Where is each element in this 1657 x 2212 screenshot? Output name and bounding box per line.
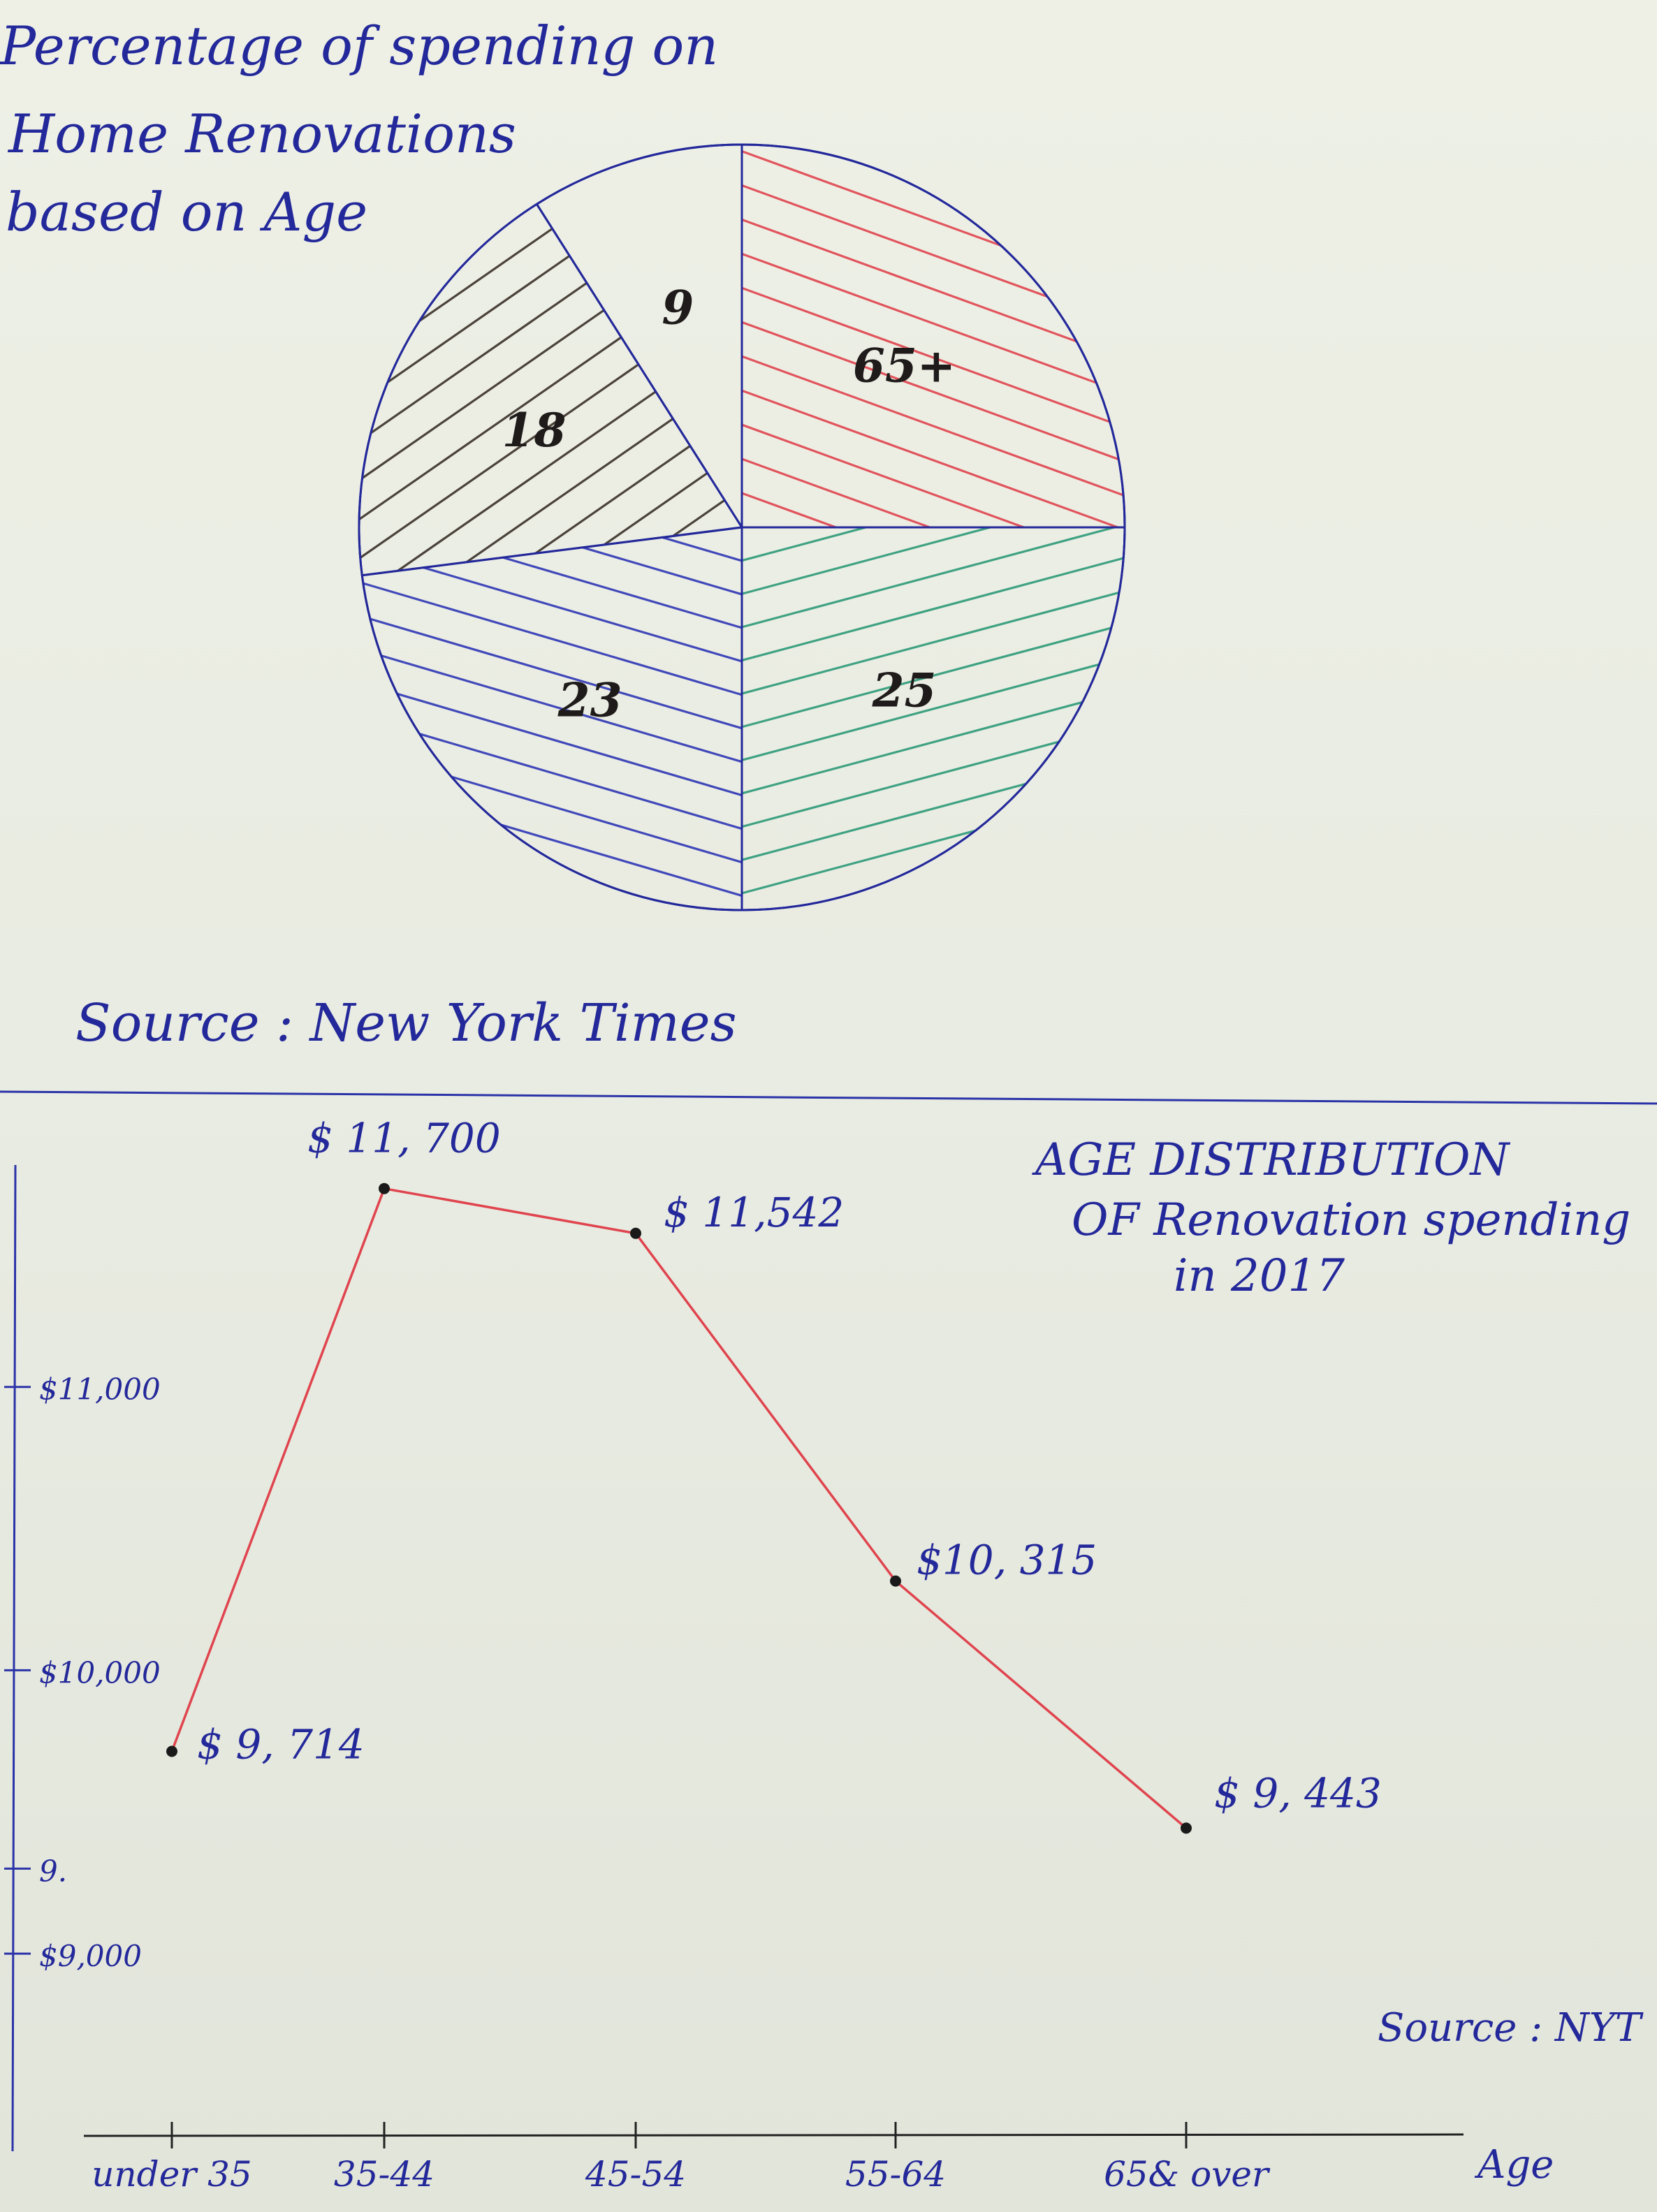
pie-slice-23 [360, 526, 743, 911]
pie-title-line-1: Percentage of spending on [0, 15, 718, 77]
line-title-line-1: AGE DISTRIBUTION [1032, 1134, 1510, 1186]
data-point [890, 1575, 901, 1587]
x-ticks: under 35 35-44 45-54 55-64 65& over [92, 2122, 1271, 2195]
x-tick-label: under 35 [92, 2154, 251, 2195]
pie-title: Percentage of spending on Home Renovatio… [0, 15, 718, 243]
data-point-label: $ 9, 443 [1214, 1769, 1382, 1817]
data-point [166, 1745, 177, 1757]
pie-slice-hatch-65 [742, 145, 1125, 527]
x-axis-label: Age [1474, 2142, 1554, 2188]
line-title-line-2: OF Renovation spending [1072, 1194, 1630, 1246]
y-tick-label: $9,000 [39, 1939, 142, 1973]
y-tick-label: 9. [39, 1854, 67, 1888]
x-tick-label: 35-44 [334, 2154, 435, 2195]
data-point-label: $ 11, 700 [307, 1115, 501, 1162]
line-title: AGE DISTRIBUTION OF Renovation spending … [1032, 1134, 1630, 1302]
line-series [166, 1182, 1192, 1834]
pie-slice-hatch-18 [359, 204, 742, 576]
y-tick-label: $11,000 [39, 1372, 161, 1407]
x-tick-label: 45-54 [585, 2154, 686, 2195]
x-tick-label: 55-64 [845, 2154, 946, 2195]
x-axis [83, 2133, 1464, 2137]
y-tick-label: $10,000 [39, 1655, 161, 1690]
pie-slice-label-25: 25 [872, 664, 937, 718]
data-point [1181, 1822, 1192, 1834]
line-title-line-3: in 2017 [1174, 1250, 1345, 1302]
pie-slice-label-9: 9 [662, 280, 694, 335]
pie-source: Source : New York Times [75, 993, 737, 1053]
pie-title-line-3: based on Age [6, 181, 367, 243]
pie-title-line-2: Home Renovations [7, 103, 516, 165]
y-axis [11, 1164, 17, 2152]
pie-slice-25 [740, 526, 1126, 911]
pie-outline [358, 143, 1126, 911]
pie-slice-label-23: 23 [557, 673, 622, 728]
y-ticks: $9,000 9. $10,000 $11,000 [4, 1372, 161, 1973]
pie-labels: 65+ 25 23 18 9 [502, 280, 956, 727]
data-point-label: $10, 315 [917, 1537, 1097, 1584]
section-divider [0, 1090, 1657, 1105]
x-tick-label: 65& over [1104, 2154, 1271, 2195]
pie-hatch-layer [359, 145, 1125, 910]
pie-slice-65 [740, 143, 1126, 529]
pie-slices [358, 143, 1126, 911]
pie-slice-label-65: 65+ [853, 339, 956, 393]
data-point-label: $ 9, 714 [197, 1721, 365, 1768]
line-source: Source : NYT [1378, 2005, 1644, 2051]
data-point-label: $ 11,542 [664, 1189, 844, 1236]
data-point [379, 1182, 390, 1194]
data-point [630, 1227, 641, 1239]
point-labels: $ 9, 714 $ 11, 700 $ 11,542 $10, 315 $ 9, 44… [197, 1115, 1382, 1817]
pie-slice-label-18: 18 [502, 403, 567, 457]
